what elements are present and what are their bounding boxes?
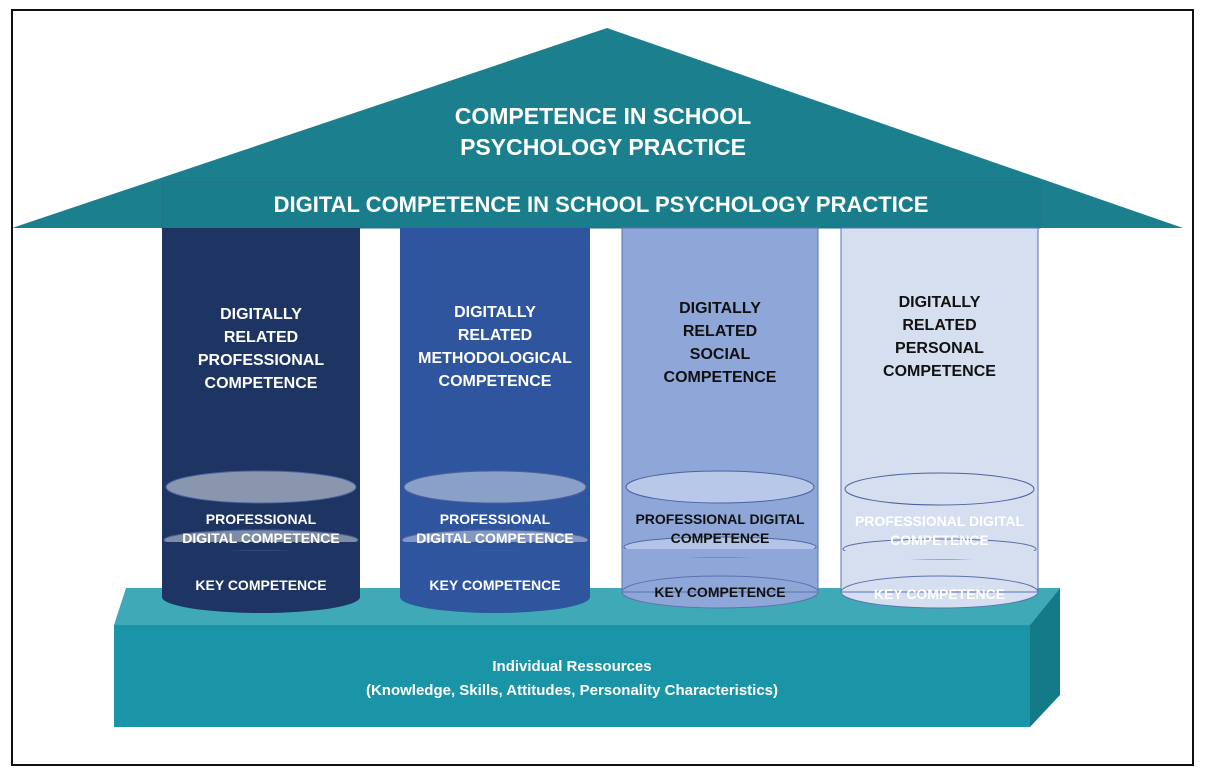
foundation-block: Individual Ressources (Knowledge, Skills…	[114, 588, 1060, 727]
pillar-title-line: DIGITALLY	[220, 306, 302, 323]
professional-digital-competence-label: PROFESSIONAL	[206, 511, 317, 527]
pillar-1: DIGITALLY RELATED PROFESSIONAL COMPETENCE PR…	[162, 228, 360, 613]
pillar-base-ellipse	[400, 581, 590, 613]
pillar-outline	[621, 227, 819, 593]
pillar-title-line: RELATED	[224, 329, 298, 346]
pillar-title-line: PROFESSIONAL	[198, 352, 324, 369]
pillar-title-line: DIGITALLY	[899, 294, 981, 311]
roof: COMPETENCE IN SCHOOL PSYCHOLOGY PRACTICE…	[12, 28, 1183, 229]
pillar-title-line: RELATED	[458, 327, 532, 344]
professional-digital-disc-top	[844, 472, 1035, 506]
pillar-outline	[840, 227, 1039, 593]
figure-frame	[11, 9, 1194, 766]
foundation-title: Individual Ressources	[492, 658, 651, 675]
professional-digital-disc-top	[165, 470, 357, 504]
pillar-title-line: METHODOLOGICAL	[418, 350, 572, 367]
pillar-base-ellipse	[162, 581, 360, 613]
professional-digital-competence-label: COMPETENCE	[890, 532, 989, 548]
pillar-title-line: COMPETENCE	[205, 375, 318, 392]
key-competence-label: KEY COMPETENCE	[195, 577, 326, 593]
professional-digital-competence-label: COMPETENCE	[671, 530, 770, 546]
pillar-title-line: COMPETENCE	[883, 363, 996, 380]
key-competence-label: KEY COMPETENCE	[874, 586, 1005, 602]
pillar-title-line: SOCIAL	[690, 346, 751, 363]
pillar-3: DIGITALLY RELATED SOCIAL COMPETENCE PROFESSI…	[621, 227, 819, 609]
pillar-title-line: RELATED	[902, 317, 976, 334]
disc-separator	[842, 551, 1037, 559]
professional-digital-competence-label: DIGITAL COMPETENCE	[182, 530, 339, 546]
pillar-title-line: PERSONAL	[895, 340, 984, 357]
professional-digital-disc-top	[403, 470, 587, 504]
pillar-title-line: COMPETENCE	[664, 369, 777, 386]
pillar-title-line: RELATED	[683, 323, 757, 340]
pillar-2: DIGITALLY RELATED METHODOLOGICAL COMPETENCE…	[400, 228, 590, 613]
professional-digital-competence-label: PROFESSIONAL DIGITAL	[635, 511, 804, 527]
roof-band	[161, 181, 1041, 229]
disc-separator	[401, 542, 589, 550]
roof-band-label: DIGITAL COMPETENCE IN SCHOOL PSYCHOLOGY …	[274, 192, 929, 217]
pillar-column	[841, 228, 1038, 592]
professional-digital-competence-label: PROFESSIONAL	[440, 511, 551, 527]
pillar-title-line: COMPETENCE	[439, 373, 552, 390]
pillar-title-line: DIGITALLY	[679, 300, 761, 317]
foundation-front-face	[114, 625, 1030, 727]
roof-title-line-1: COMPETENCE IN SCHOOL	[455, 103, 751, 129]
pillar-4: DIGITALLY RELATED PERSONAL COMPETENCE PROFES…	[840, 227, 1039, 609]
disc-separator	[163, 542, 359, 550]
pillar-title-line: DIGITALLY	[454, 304, 536, 321]
roof-title-line-2: PSYCHOLOGY PRACTICE	[460, 134, 746, 160]
foundation-subtitle: (Knowledge, Skills, Attitudes, Personali…	[366, 682, 778, 699]
professional-digital-competence-label: DIGITAL COMPETENCE	[416, 530, 573, 546]
pillar-column	[622, 228, 818, 592]
key-competence-label: KEY COMPETENCE	[429, 577, 560, 593]
foundation-side-face	[1030, 588, 1060, 727]
roof-triangle	[12, 28, 1183, 228]
disc-separator	[623, 549, 817, 557]
professional-digital-competence-label: PROFESSIONAL DIGITAL	[855, 513, 1024, 529]
key-competence-label: KEY COMPETENCE	[654, 584, 785, 600]
professional-digital-disc-top	[625, 470, 815, 504]
